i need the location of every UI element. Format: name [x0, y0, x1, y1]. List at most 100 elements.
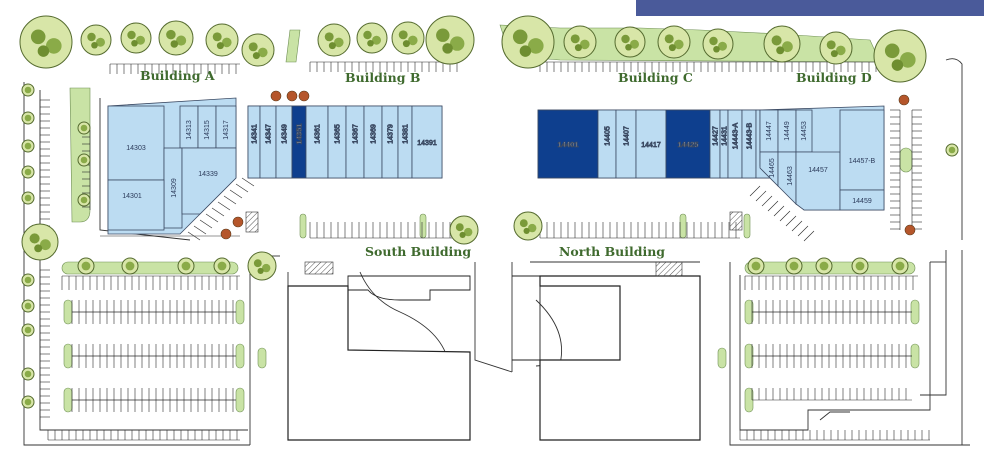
unit-14459[interactable]: [839, 189, 885, 211]
unit-14425[interactable]: [665, 109, 711, 179]
unit-label-14459: 14459: [852, 198, 872, 205]
building-d-labels: 14447 14449 14453 14465 14463 14457 1445…: [766, 121, 876, 205]
unit-label-14427: 14427: [713, 126, 720, 146]
building-a: [107, 97, 237, 235]
tree-icon: [501, 15, 555, 69]
unit-14457[interactable]: [795, 151, 841, 211]
unit-label-14457-B: 14457-B: [849, 158, 876, 165]
south-north-footprints: [287, 275, 701, 441]
unit-label-14303: 14303: [126, 145, 146, 152]
tree-icon: [563, 25, 597, 59]
tree-icon: [21, 223, 59, 261]
unit-label-14369: 14369: [371, 124, 378, 144]
unit-label-14447: 14447: [766, 121, 773, 141]
building-d: [759, 105, 885, 211]
tree-icon: [120, 22, 152, 54]
top-banner: [636, 0, 984, 16]
unit-14401[interactable]: [537, 109, 599, 179]
unit-label-14443-A: 14443-A: [733, 122, 740, 149]
tree-icon: [247, 251, 277, 281]
unit-label-14431: 14431: [722, 126, 729, 146]
unit-14457-B[interactable]: [839, 109, 885, 191]
unit-label-14349: 14349: [282, 124, 289, 144]
tree-icon: [77, 121, 91, 135]
unit-label-14367: 14367: [353, 124, 360, 144]
tree-icon: [702, 28, 734, 60]
unit-label-14339: 14339: [198, 171, 218, 178]
unit-label-14347: 14347: [266, 124, 273, 144]
building-b: 14341 14347 14349 14351 14361 14365 14367 14369…: [247, 105, 443, 179]
grass-strip-b: [285, 29, 301, 63]
unit-label-14301: 14301: [122, 193, 142, 200]
unit-label-14453: 14453: [801, 121, 808, 141]
tree-icon: [657, 25, 691, 59]
label-north-building: North Building: [559, 244, 665, 259]
label-building-c: Building C: [618, 70, 693, 85]
unit-label-14341: 14341: [252, 124, 259, 144]
tree-icon: [21, 367, 35, 381]
unit-label-14407: 14407: [624, 126, 631, 146]
unit-label-14443-B: 14443-B: [747, 122, 754, 149]
unit-label-14401: 14401: [558, 140, 579, 149]
tree-icon: [815, 257, 833, 275]
tree-icon: [21, 191, 35, 205]
tree-icon: [945, 143, 959, 157]
unit-label-14465: 14465: [769, 158, 776, 178]
tree-icon: [19, 15, 73, 69]
service-hatches: [245, 211, 743, 277]
unit-label-14351: 14351: [295, 124, 304, 145]
tree-icon: [21, 139, 35, 153]
tree-icon: [21, 323, 35, 337]
unit-label-14417: 14417: [641, 142, 661, 149]
unit-label-14425: 14425: [678, 140, 699, 149]
parking-stalls: [39, 61, 930, 441]
unit-label-14379: 14379: [388, 124, 395, 144]
unit-label-14381: 14381: [403, 124, 410, 144]
building-a-labels: 14303 14313 14315 14317 14309 14339 1430…: [122, 120, 230, 200]
tree-icon: [873, 29, 927, 83]
building-labels: Building A Building B Building C Buildin…: [140, 68, 872, 259]
tree-icon: [21, 395, 35, 409]
planter-icon: [270, 90, 282, 102]
tree-icon: [80, 24, 112, 56]
tree-icon: [819, 31, 853, 65]
unit-label-14315: 14315: [204, 120, 211, 140]
tree-icon: [21, 165, 35, 179]
label-south-building: South Building: [365, 244, 471, 259]
unit-label-14361: 14361: [315, 124, 322, 144]
trees: [19, 15, 959, 409]
tree-icon: [177, 257, 195, 275]
tree-icon: [763, 25, 801, 63]
tree-icon: [317, 23, 351, 57]
tree-icon: [21, 299, 35, 313]
tree-icon: [21, 111, 35, 125]
tree-icon: [785, 257, 803, 275]
tree-icon: [391, 21, 425, 55]
unit-label-14463: 14463: [787, 166, 794, 186]
unit-14303[interactable]: [107, 105, 165, 181]
tree-icon: [77, 153, 91, 167]
tree-icon: [77, 257, 95, 275]
unit-label-14365: 14365: [335, 124, 342, 144]
unit-14339[interactable]: [181, 147, 237, 215]
tree-icon: [21, 273, 35, 287]
unit-label-14309: 14309: [171, 178, 178, 198]
unit-label-14391: 14391: [417, 140, 437, 147]
tree-icon: [513, 211, 543, 241]
tree-icon: [77, 193, 91, 207]
unit-label-14405: 14405: [605, 126, 612, 146]
unit-14301[interactable]: [107, 179, 165, 231]
unit-14391[interactable]: [411, 105, 443, 179]
planter-icon: [286, 90, 298, 102]
tree-icon: [425, 15, 475, 65]
tree-icon: [205, 23, 239, 57]
label-building-d: Building D: [796, 70, 872, 85]
tree-icon: [891, 257, 909, 275]
planter-icon: [232, 216, 244, 228]
unit-label-14449: 14449: [784, 121, 791, 141]
tree-icon: [851, 257, 869, 275]
label-building-b: Building B: [345, 70, 420, 85]
label-building-a: Building A: [140, 68, 215, 83]
